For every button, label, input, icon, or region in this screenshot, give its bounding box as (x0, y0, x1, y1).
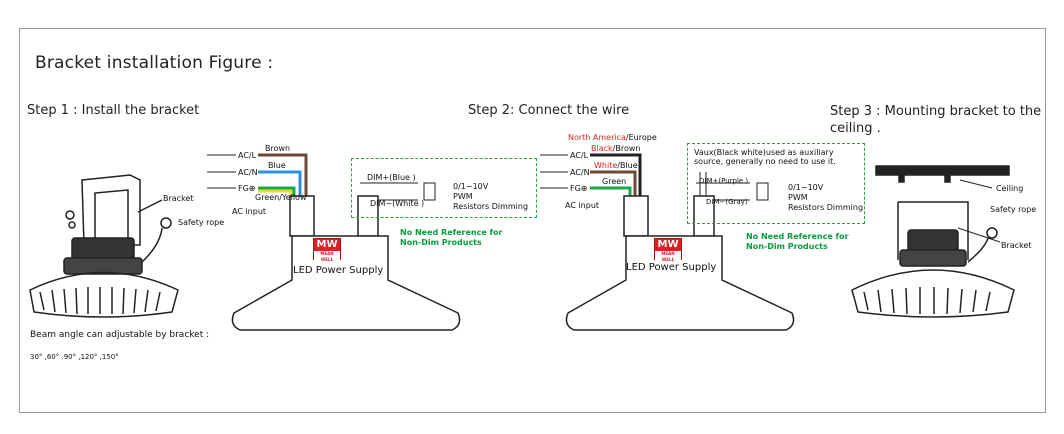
dim-plus-label-2: DIM+(Purple ) (699, 177, 749, 185)
safety-rope-label-1: Safety rope (178, 218, 225, 227)
power-supply-1 (231, 195, 461, 331)
bracket-label-1: Bracket (163, 194, 194, 203)
terminal-fg-1: FG⊕ (238, 184, 256, 193)
psu-label-1: LED Power Supply (293, 265, 384, 276)
vaux-note-b: source, generally no need to use it. (694, 157, 836, 166)
wire-brown-label: Brown (265, 144, 291, 153)
dim-desc-1-c: Resistors Dimming (453, 202, 529, 211)
wire-white-label: White/Blue (594, 161, 638, 170)
dim-desc-1-a: 0/1−10V (453, 182, 489, 191)
dim-desc-1-b: PWM (453, 192, 473, 201)
wire-black-label: Black/Brown (591, 144, 641, 153)
safety-rope-label-3: Safety rope (990, 205, 1037, 214)
step-3-heading: Step 3 : Mounting bracket to the ceiling… (830, 104, 1042, 136)
lamp-illustration-1 (29, 174, 179, 318)
dim-desc-2-c: Resistors Dimming (788, 203, 864, 212)
step-2-heading: Step 2: Connect the wire (468, 103, 630, 118)
figure-frame (19, 28, 1046, 413)
power-supply-2 (565, 195, 795, 331)
non-dim-note-2-b: Non-Dim Products (746, 242, 828, 251)
dim-minus-label-1: DIM−(White ) (370, 199, 425, 208)
ac-input-label-2: AC input (565, 201, 600, 210)
beam-angle-note: Beam angle can adjustable by bracket : (30, 330, 210, 340)
dim-plus-label-1: DIM+(Blue ) (367, 173, 416, 182)
non-dim-note-1-b: Non-Dim Products (400, 238, 482, 247)
ceiling-label: Ceiling (996, 184, 1024, 193)
figure-title: Bracket installation Figure : (35, 53, 274, 73)
terminal-acl-1: AC/L (238, 151, 257, 160)
dimming-box-1 (351, 158, 537, 218)
wire-greenyellow-label: Green/Yellow (255, 193, 307, 202)
bracket-label-3: Bracket (1001, 241, 1032, 250)
beam-angles: 30° ,60° .90° ,120° ,150° (30, 353, 119, 361)
dim-desc-2-a: 0/1−10V (788, 183, 824, 192)
wire-blue-label: Blue (268, 161, 286, 170)
wire-green-label: Green (602, 177, 627, 186)
terminal-acn-1: AC/N (238, 168, 258, 177)
step-1-heading: Step 1 : Install the bracket (27, 103, 200, 118)
region-label: North America/Europe (568, 133, 657, 142)
terminal-fg-2: FG⊕ (570, 184, 588, 193)
dim-minus-label-2: DIM−(Gray) (706, 198, 748, 206)
non-dim-note-2-a: No Need Reference for (746, 232, 849, 241)
terminal-acn-2: AC/N (570, 168, 590, 177)
lamp-illustration-3 (851, 165, 1015, 318)
non-dim-note-1-a: No Need Reference for (400, 228, 503, 237)
ac-input-label-1: AC input (232, 207, 267, 216)
vaux-note-a: Vaux(Black white)used as auxiliary (694, 148, 834, 157)
dimming-box-2 (687, 143, 865, 224)
dim-desc-2-b: PWM (788, 193, 808, 202)
terminal-acl-2: AC/L (570, 151, 589, 160)
psu-label-2: LED Power Supply (626, 262, 717, 273)
